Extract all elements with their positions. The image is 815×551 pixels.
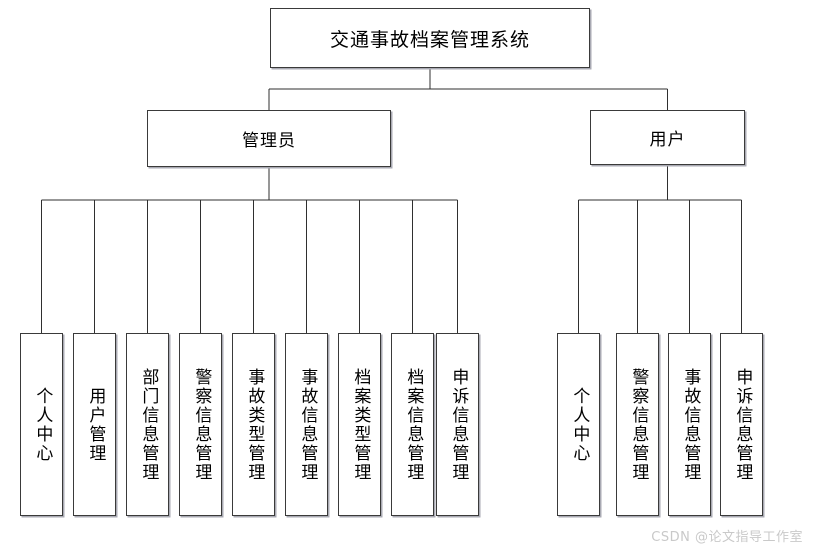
node-label: 部门信息管理: [138, 367, 159, 482]
node-label: 警察信息管理: [628, 367, 649, 482]
node-label: 个人中心: [32, 386, 53, 463]
leaf-admin-appeal-info-management[interactable]: 申诉信息管理: [436, 333, 479, 516]
node-label: 管理员: [242, 131, 296, 151]
leaf-admin-personal-center[interactable]: 个人中心: [20, 333, 63, 516]
leaf-user-accident-info-management[interactable]: 事故信息管理: [668, 333, 711, 516]
node-label: 用户管理: [85, 386, 106, 463]
node-label: 申诉信息管理: [732, 367, 753, 482]
node-label: 档案类型管理: [350, 367, 371, 482]
leaf-admin-department-info-management[interactable]: 部门信息管理: [126, 333, 169, 516]
node-root-system[interactable]: 交通事故档案管理系统: [270, 8, 590, 68]
leaf-user-police-info-management[interactable]: 警察信息管理: [616, 333, 659, 516]
node-user[interactable]: 用户: [590, 110, 745, 165]
leaf-admin-accident-info-management[interactable]: 事故信息管理: [285, 333, 328, 516]
node-label: 用户: [649, 130, 686, 150]
leaf-admin-user-management[interactable]: 用户管理: [73, 333, 116, 516]
node-administrator[interactable]: 管理员: [147, 110, 391, 167]
leaf-admin-accident-type-management[interactable]: 事故类型管理: [232, 333, 275, 516]
node-label: 交通事故档案管理系统: [329, 28, 530, 51]
leaf-admin-archive-info-management[interactable]: 档案信息管理: [391, 333, 434, 516]
node-label: 事故类型管理: [244, 367, 265, 482]
node-label: 警察信息管理: [191, 367, 212, 482]
node-label: 个人中心: [569, 386, 590, 463]
leaf-user-appeal-info-management[interactable]: 申诉信息管理: [720, 333, 763, 516]
leaf-admin-police-info-management[interactable]: 警察信息管理: [179, 333, 222, 516]
watermark-text: CSDN @论文指导工作室: [651, 530, 803, 545]
node-label: 申诉信息管理: [448, 367, 469, 482]
leaf-admin-archive-type-management[interactable]: 档案类型管理: [338, 333, 381, 516]
node-label: 档案信息管理: [403, 367, 424, 482]
node-label: 事故信息管理: [680, 367, 701, 482]
leaf-user-personal-center[interactable]: 个人中心: [557, 333, 600, 516]
node-label: 事故信息管理: [297, 367, 318, 482]
